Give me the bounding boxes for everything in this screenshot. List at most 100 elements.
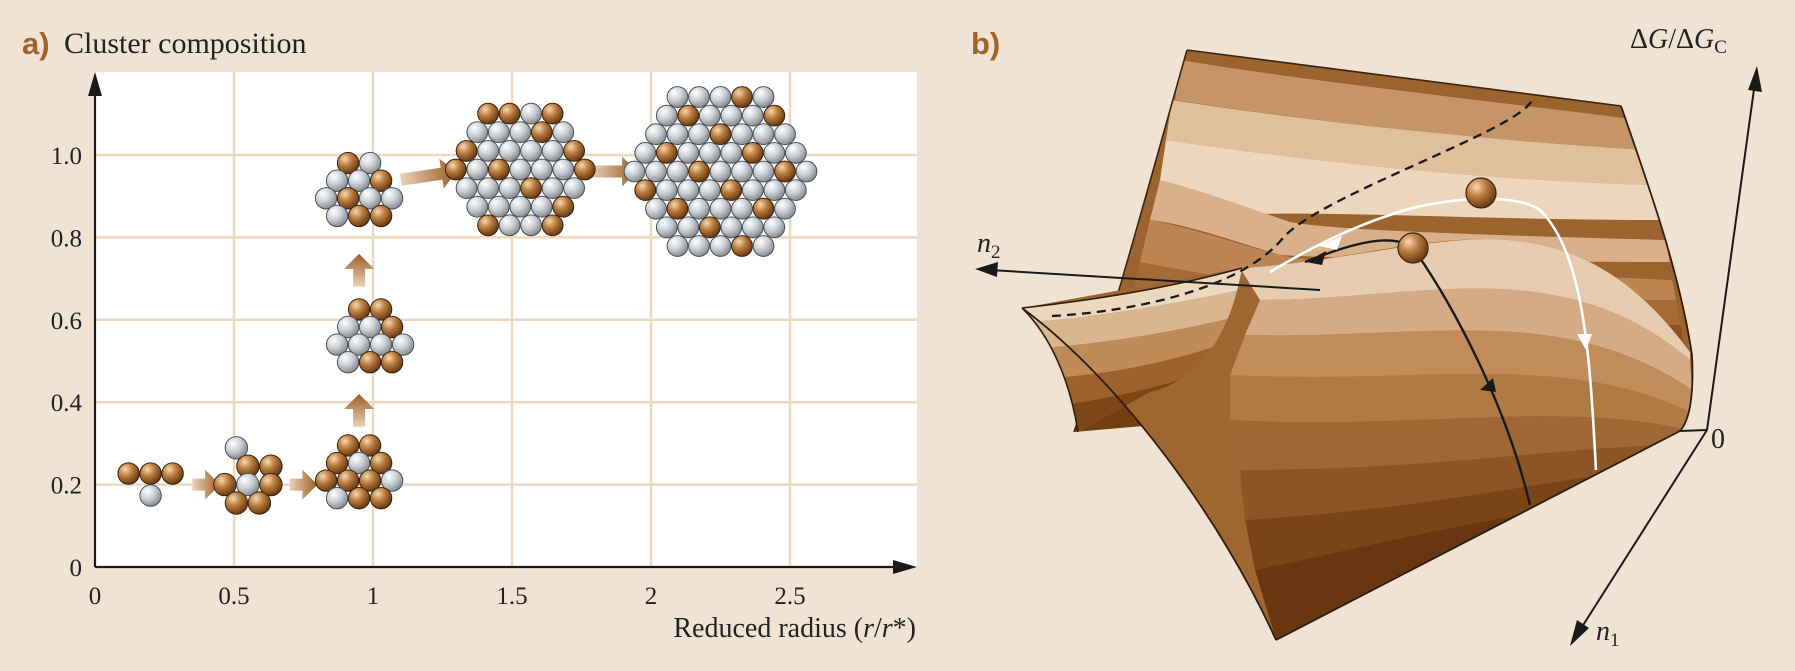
silver-atom (623, 160, 646, 183)
brown-atom (444, 158, 467, 181)
x-tick-label: 0 (89, 583, 102, 610)
silver-atom (666, 160, 689, 183)
brown-atom (347, 204, 371, 228)
cluster-12-atoms (314, 434, 404, 510)
brown-atom (763, 104, 786, 127)
growth-arrow-2 (344, 394, 375, 427)
axis-vertical-line (1706, 81, 1756, 431)
axis-n2-arrowhead (975, 262, 998, 277)
brown-atom (369, 451, 393, 475)
brown-atom (369, 298, 393, 321)
cluster-4-atoms (117, 462, 184, 507)
silver-atom (774, 123, 796, 146)
silver-atom (784, 142, 807, 164)
trajectory-black (1304, 239, 1532, 506)
axis-vertical-label: ΔG/ΔGC (1630, 24, 1727, 58)
silver-atom (541, 177, 564, 200)
brown-atom (530, 121, 553, 144)
y-axis-arrowhead (88, 72, 102, 96)
silver-atom (347, 451, 371, 475)
silver-atom (709, 197, 732, 220)
silver-atom (698, 104, 721, 127)
silver-atom (720, 216, 743, 239)
silver-atom (709, 160, 732, 183)
silver-atom (784, 179, 807, 202)
brown-atom (634, 179, 657, 202)
growth-arrow-3 (344, 253, 375, 287)
silver-atom (688, 86, 710, 108)
surface-back-top-edge (1186, 49, 1622, 107)
growth-arrow-0 (192, 469, 221, 500)
axis-n1-line (1579, 429, 1708, 631)
brown-atom (139, 462, 162, 485)
silver-atom (224, 436, 249, 460)
brown-atom (477, 102, 500, 125)
brown-atom (358, 351, 382, 374)
silver-atom (520, 102, 542, 125)
surface-right-edge (1620, 105, 1694, 432)
brown-atom (552, 195, 575, 218)
silver-atom (677, 142, 700, 164)
silver-atom (477, 177, 500, 200)
y-tick-label: 0 (70, 555, 83, 582)
growth-arrow-1 (289, 469, 318, 500)
surface-bottom-edge (1275, 430, 1681, 641)
silver-atom (645, 197, 667, 220)
silver-atom (731, 197, 753, 220)
brown-atom (731, 86, 753, 108)
axis-origin-link (1679, 429, 1708, 432)
y-tick-label: 0.4 (51, 390, 83, 417)
silver-atom (752, 86, 775, 108)
y-tick-labels: 00.20.40.60.81.0 (51, 143, 83, 582)
silver-atom (477, 140, 500, 162)
growth-arrow-4 (399, 158, 457, 189)
brown-atom (541, 214, 564, 237)
silver-atom (466, 158, 489, 181)
silver-atom (677, 179, 700, 202)
brown-atom (455, 140, 478, 162)
silver-atom (236, 472, 260, 497)
brown-atom (369, 204, 393, 228)
brown-atom (161, 462, 184, 485)
silver-atom (325, 169, 349, 192)
silver-atom (655, 104, 678, 127)
brown-atom (741, 142, 764, 164)
brown-atom (774, 160, 796, 183)
trajectory-black-arrow-up (1480, 378, 1496, 392)
silver-atom (520, 140, 542, 162)
y-tick-label: 0.6 (51, 308, 82, 335)
silver-atom (731, 123, 753, 146)
silver-atom (498, 214, 521, 237)
trajectory-white-arrow-up (1577, 334, 1592, 350)
surface-front-left-edge (1021, 307, 1277, 641)
silver-atom (709, 86, 732, 108)
silver-atom (509, 158, 532, 181)
surface-wing-left-edge (1021, 307, 1079, 433)
silver-atom (688, 123, 710, 146)
silver-atom (720, 104, 743, 127)
silver-atom (666, 235, 689, 257)
silver-atom (520, 214, 542, 237)
silver-atom (498, 177, 521, 200)
silver-atom (720, 142, 743, 164)
x-tick-label: 2 (645, 583, 658, 610)
panel-a-letter: a) (22, 26, 50, 61)
saddle-point-lower (1397, 232, 1429, 264)
trajectory-white-arrow-left (1319, 236, 1342, 250)
valley-dashed-line (1051, 99, 1534, 318)
panel-b-letter: b) (971, 26, 1000, 61)
x-tick-label: 0.5 (218, 583, 249, 610)
silver-atom (466, 195, 489, 218)
silver-atom (645, 160, 667, 183)
silver-atom (634, 142, 657, 164)
silver-atom (509, 121, 532, 144)
silver-atom (530, 158, 553, 181)
silver-atom (369, 333, 393, 356)
silver-atom (698, 142, 721, 164)
silver-atom (336, 351, 360, 374)
brown-atom (347, 487, 371, 510)
silver-atom (645, 123, 667, 146)
silver-atom (347, 169, 371, 192)
axis-n1-label: n1 (1596, 616, 1620, 651)
